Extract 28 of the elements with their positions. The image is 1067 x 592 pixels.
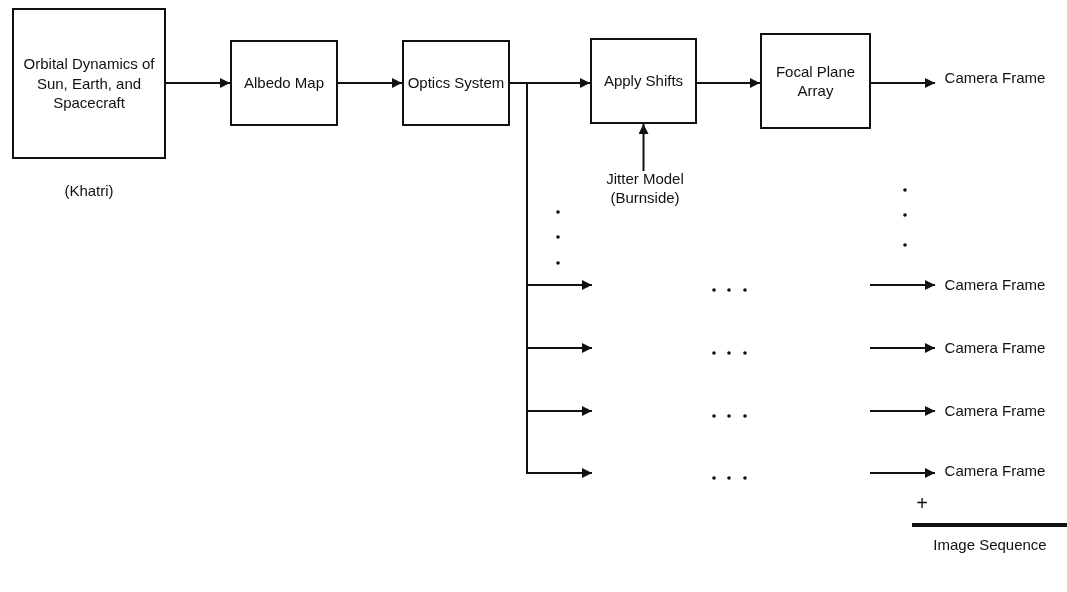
arrow bbox=[696, 78, 761, 88]
box-text: Optics System bbox=[407, 73, 505, 93]
output-label: Jitter Model (Burnside) bbox=[578, 165, 712, 211]
output-label: Camera Frame bbox=[940, 55, 1050, 101]
box-text: Apply Shifts bbox=[603, 71, 684, 91]
process-box bbox=[230, 40, 338, 126]
box-text: Albedo Map bbox=[243, 73, 325, 93]
arrow bbox=[869, 468, 936, 478]
process-box bbox=[760, 33, 871, 129]
node-caption: (Khatri) bbox=[63, 181, 115, 201]
output-label: Camera Frame bbox=[940, 448, 1050, 494]
process-box bbox=[12, 8, 166, 159]
plus-sign: + bbox=[915, 491, 929, 516]
output-label: Camera Frame bbox=[940, 388, 1050, 434]
box-text: Orbital Dynamics of Sun, Earth, and Spacecraft bbox=[22, 54, 156, 113]
process-box bbox=[402, 40, 510, 126]
sum-label: Image Sequence bbox=[932, 535, 1048, 555]
arrow bbox=[869, 280, 936, 290]
box-text: Focal Plane Array bbox=[774, 61, 857, 101]
arrow bbox=[869, 406, 936, 416]
output-label: Camera Frame bbox=[940, 262, 1050, 308]
arrow bbox=[870, 78, 936, 88]
process-box bbox=[590, 38, 697, 124]
output-label: Camera Frame bbox=[940, 325, 1050, 371]
arrow bbox=[337, 78, 403, 88]
arrow bbox=[638, 123, 649, 172]
arrow bbox=[869, 343, 936, 353]
arrow bbox=[165, 78, 231, 88]
